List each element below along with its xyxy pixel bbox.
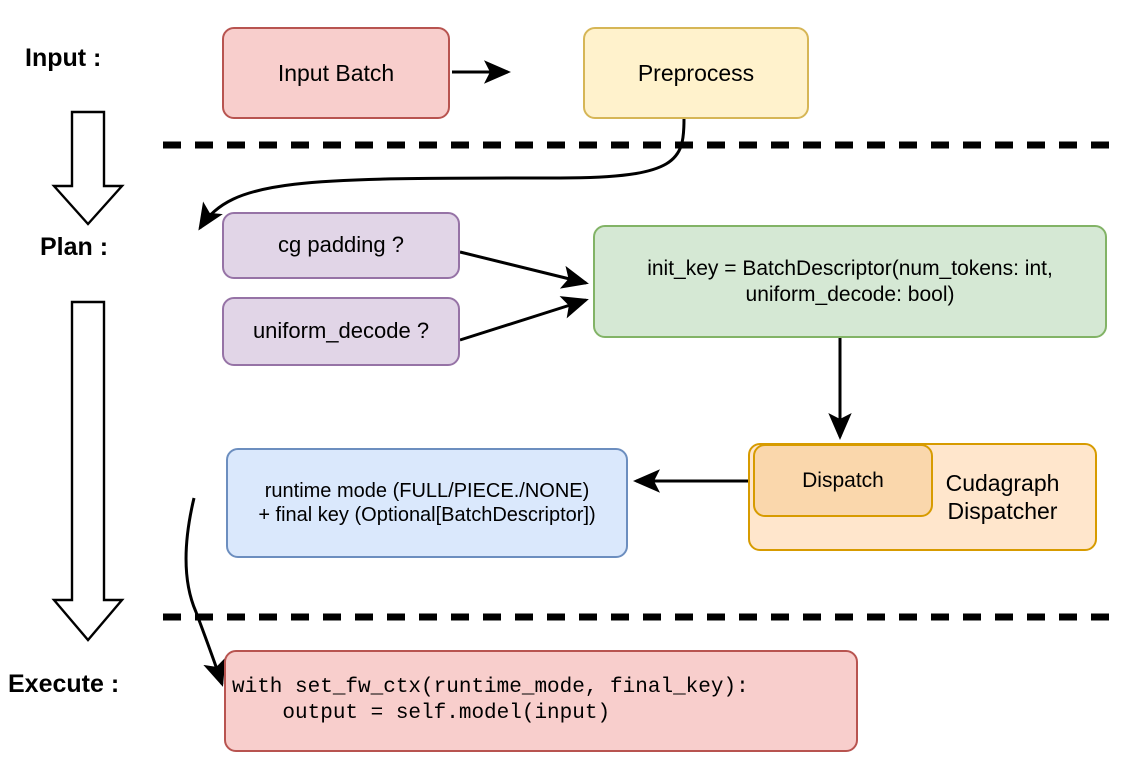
connector-runtime-mode-to-execute-code [184, 497, 226, 687]
node-cudagraph-dispatcher-line-2: Dispatcher [947, 498, 1058, 524]
node-cg-padding[interactable]: cg padding ? [222, 212, 460, 279]
node-input-batch[interactable]: Input Batch [222, 27, 450, 119]
node-preprocess[interactable]: Preprocess [583, 27, 809, 119]
node-dispatch-label: Dispatch [802, 468, 884, 492]
node-execute-code[interactable]: with set_fw_ctx(runtime_mode, final_key)… [224, 650, 858, 752]
node-cudagraph-dispatcher-line-1: Cudagraph [945, 469, 1060, 496]
node-input-batch-label: Input Batch [277, 59, 395, 86]
node-init-key[interactable]: init_key = BatchDescriptor(num_tokens: i… [593, 225, 1107, 338]
plan-to-execute-block-arrow [51, 300, 125, 642]
node-init-key-line-1: init_key = BatchDescriptor(num_tokens: i… [647, 256, 1053, 280]
input-to-plan-block-arrow [51, 110, 125, 226]
node-execute-code-line-1: with set_fw_ctx(runtime_mode, final_key)… [232, 676, 749, 700]
node-uniform-decode[interactable]: uniform_decode ? [222, 297, 460, 366]
node-cg-padding-label: cg padding ? [278, 232, 404, 258]
connector-cg-padding-to-init-key [459, 250, 589, 289]
node-runtime-mode[interactable]: runtime mode (FULL/PIECE./NONE) + final … [226, 448, 628, 558]
stage-label-execute: Execute : [8, 670, 120, 698]
node-init-key-line-2: uniform_decode: bool) [745, 282, 955, 306]
node-preprocess-label: Preprocess [637, 59, 755, 86]
node-runtime-mode-line-1: runtime mode (FULL/PIECE./NONE) [264, 479, 590, 502]
node-dispatch[interactable]: Dispatch [753, 444, 933, 517]
connector-uniform-decode-to-init-key [459, 296, 589, 342]
node-execute-code-line-2: output = self.model(input) [232, 702, 611, 725]
stage-label-plan: Plan : [40, 233, 109, 261]
node-runtime-mode-line-2: + final key (Optional[BatchDescriptor]) [258, 504, 596, 526]
stage-label-input: Input : [25, 44, 102, 72]
node-uniform-decode-label: uniform_decode ? [252, 318, 430, 344]
